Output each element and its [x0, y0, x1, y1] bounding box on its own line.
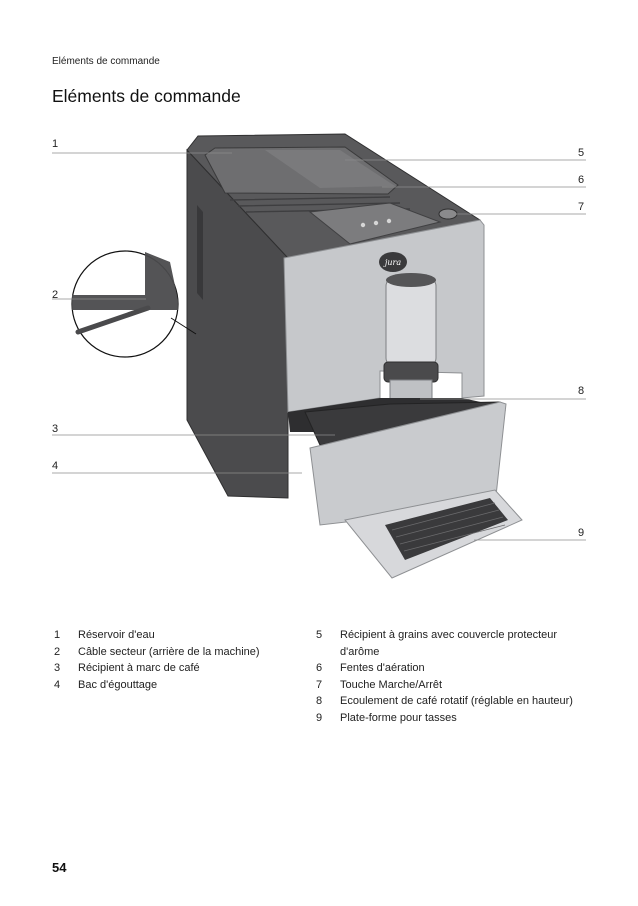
jura-logo-text: jura: [383, 258, 401, 267]
legend-item: 8 Ecoulement de café rotatif (réglable en…: [316, 693, 606, 710]
water-tank-lid: [204, 146, 399, 195]
legend-item: 2 Câble secteur (arrière de la machine): [54, 644, 294, 661]
callout-6: 6: [578, 174, 585, 186]
legend-number: 4: [54, 678, 61, 691]
panel-symbol-1: [360, 222, 366, 228]
legend-item: 5 Récipient à grains avec couvercle prote…: [316, 627, 606, 660]
page-title: Eléments de commande: [52, 86, 241, 106]
legend-right: 5 Récipient à grains avec couvercle prote…: [316, 627, 606, 726]
legend-item: 1 Réservoir d'eau: [54, 627, 294, 644]
legend-number: 7: [316, 678, 323, 691]
jura-logo-badge: [379, 252, 407, 272]
panel-symbol-2: [373, 220, 379, 226]
legend-item: 7 Touche Marche/Arrêt: [316, 677, 606, 694]
legend-text: Plate-forme pour tasses: [340, 711, 457, 724]
detail-connector-line: [170, 317, 197, 335]
legend-item: 9 Plate-forme pour tasses: [316, 710, 606, 727]
legend-text: Récipient à grains avec couvercle protec…: [340, 629, 558, 658]
coffee-spout-top: [386, 273, 436, 287]
legend-item: 3 Récipient à marc de café: [54, 660, 294, 677]
callout-3: 3: [52, 423, 59, 435]
legend-number: 1: [54, 629, 61, 641]
drip-tray-front: [309, 401, 507, 526]
cup-platform-grid: [385, 498, 508, 560]
callout-7: 7: [578, 201, 585, 213]
legend-item: 4 Bac d'égouttage: [54, 677, 294, 694]
machine-front-panel: [283, 219, 485, 413]
coffee-spout-nozzle: [389, 379, 433, 407]
bean-container-lid: [265, 150, 395, 188]
page-number: 54: [52, 860, 67, 875]
machine-side-panel: [186, 148, 289, 499]
side-vent-slot: [197, 205, 203, 300]
legend-text: Récipient à marc de café: [78, 662, 200, 674]
legend-left: 1 Réservoir d'eau 2 Câble secteur (arrière…: [54, 627, 294, 693]
power-cable: [75, 305, 151, 335]
legend-number: 2: [54, 645, 61, 658]
legend-number: 5: [316, 629, 323, 641]
coffee-spout-body: [385, 277, 437, 367]
legend-number: 3: [54, 662, 61, 674]
cup-platform-grid-lines: [391, 502, 506, 552]
ventilation-slots: [229, 196, 411, 213]
coffee-spout-outlet: [383, 361, 439, 383]
callout-5: 5: [578, 147, 585, 159]
callout-9: 9: [578, 527, 585, 539]
grounds-container: [304, 401, 506, 446]
legend-item: 6 Fentes d'aération: [316, 660, 606, 677]
panel-symbol-3: [386, 218, 392, 224]
running-header: Eléments de commande: [52, 56, 160, 67]
legend-number: 8: [316, 695, 323, 707]
legend-number: 6: [316, 662, 323, 674]
legend-text: Ecoulement de café rotatif (réglable en …: [340, 695, 573, 707]
callout-4: 4: [52, 460, 59, 472]
callout-2: 2: [52, 289, 59, 301]
on-off-button: [438, 208, 458, 220]
callout-1: 1: [52, 138, 59, 150]
leader-lines: [52, 152, 586, 541]
legend-text: Câble secteur (arrière de la machine): [78, 645, 260, 658]
legend-text: Réservoir d'eau: [78, 629, 155, 641]
detail-zoom-circle: [71, 250, 179, 358]
detail-machine-corner: [72, 252, 178, 310]
callout-8: 8: [578, 385, 585, 397]
machine-top: [186, 133, 481, 259]
legend-text: Bac d'égouttage: [78, 678, 158, 691]
legend-number: 9: [316, 711, 323, 724]
cup-platform: [344, 489, 523, 579]
control-panel: [308, 202, 442, 245]
legend-text: Fentes d'aération: [340, 662, 425, 674]
legend-text: Touche Marche/Arrêt: [340, 678, 443, 691]
grounds-recess: [288, 398, 490, 432]
